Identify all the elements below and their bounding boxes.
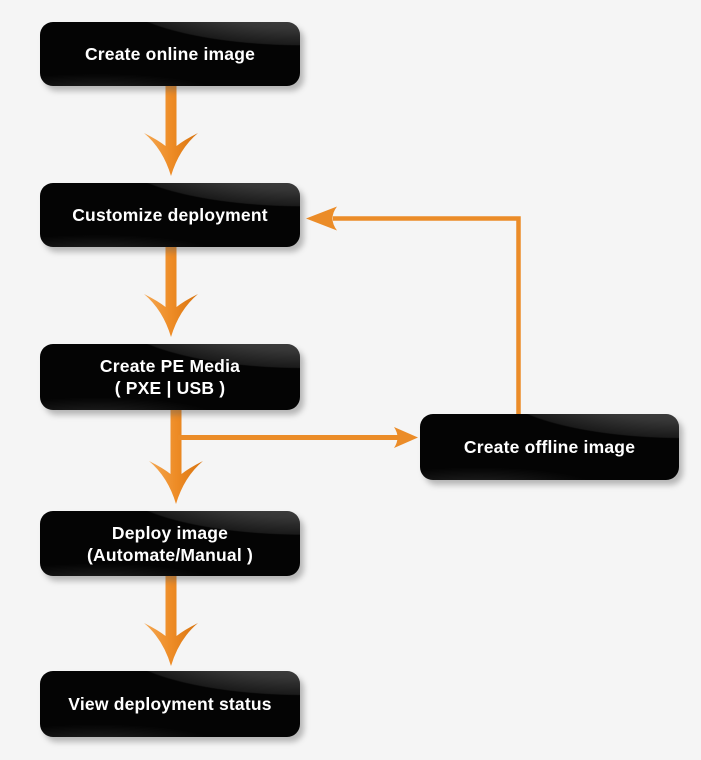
node-sublabel: (Automate/Manual )	[87, 544, 253, 565]
node-label: Create online image	[84, 44, 256, 64]
flow-node-create-online-image: Create online image	[40, 22, 300, 86]
node-label: View deployment status	[68, 694, 272, 714]
arrow-customize-to-pemedia	[144, 247, 198, 337]
arrow-deploy-to-status	[144, 576, 198, 666]
arrow-online-to-customize	[144, 86, 198, 176]
flow-node-create-pe-media: Create PE Media ( PXE | USB )	[40, 344, 300, 410]
node-label: Create offline image	[463, 437, 636, 457]
arrow-offline-to-customize-line	[333, 216, 521, 414]
node-label: Deploy image	[111, 522, 229, 543]
node-label: Customize deployment	[72, 205, 268, 225]
arrow-pemedia-to-offline-head	[394, 427, 418, 448]
arrow-pemedia-to-deploy	[149, 410, 203, 504]
flow-node-create-offline-image: Create offline image	[420, 414, 679, 480]
node-label: Create PE Media	[99, 356, 241, 376]
flow-node-customize-deployment: Customize deployment	[40, 183, 300, 247]
flow-node-deploy-image: Deploy image (Automate/Manual )	[40, 511, 300, 576]
arrow-offline-to-customize-head	[306, 206, 337, 231]
node-sublabel: ( PXE | USB )	[114, 378, 226, 398]
flow-node-view-deployment-status: View deployment status	[40, 671, 300, 737]
